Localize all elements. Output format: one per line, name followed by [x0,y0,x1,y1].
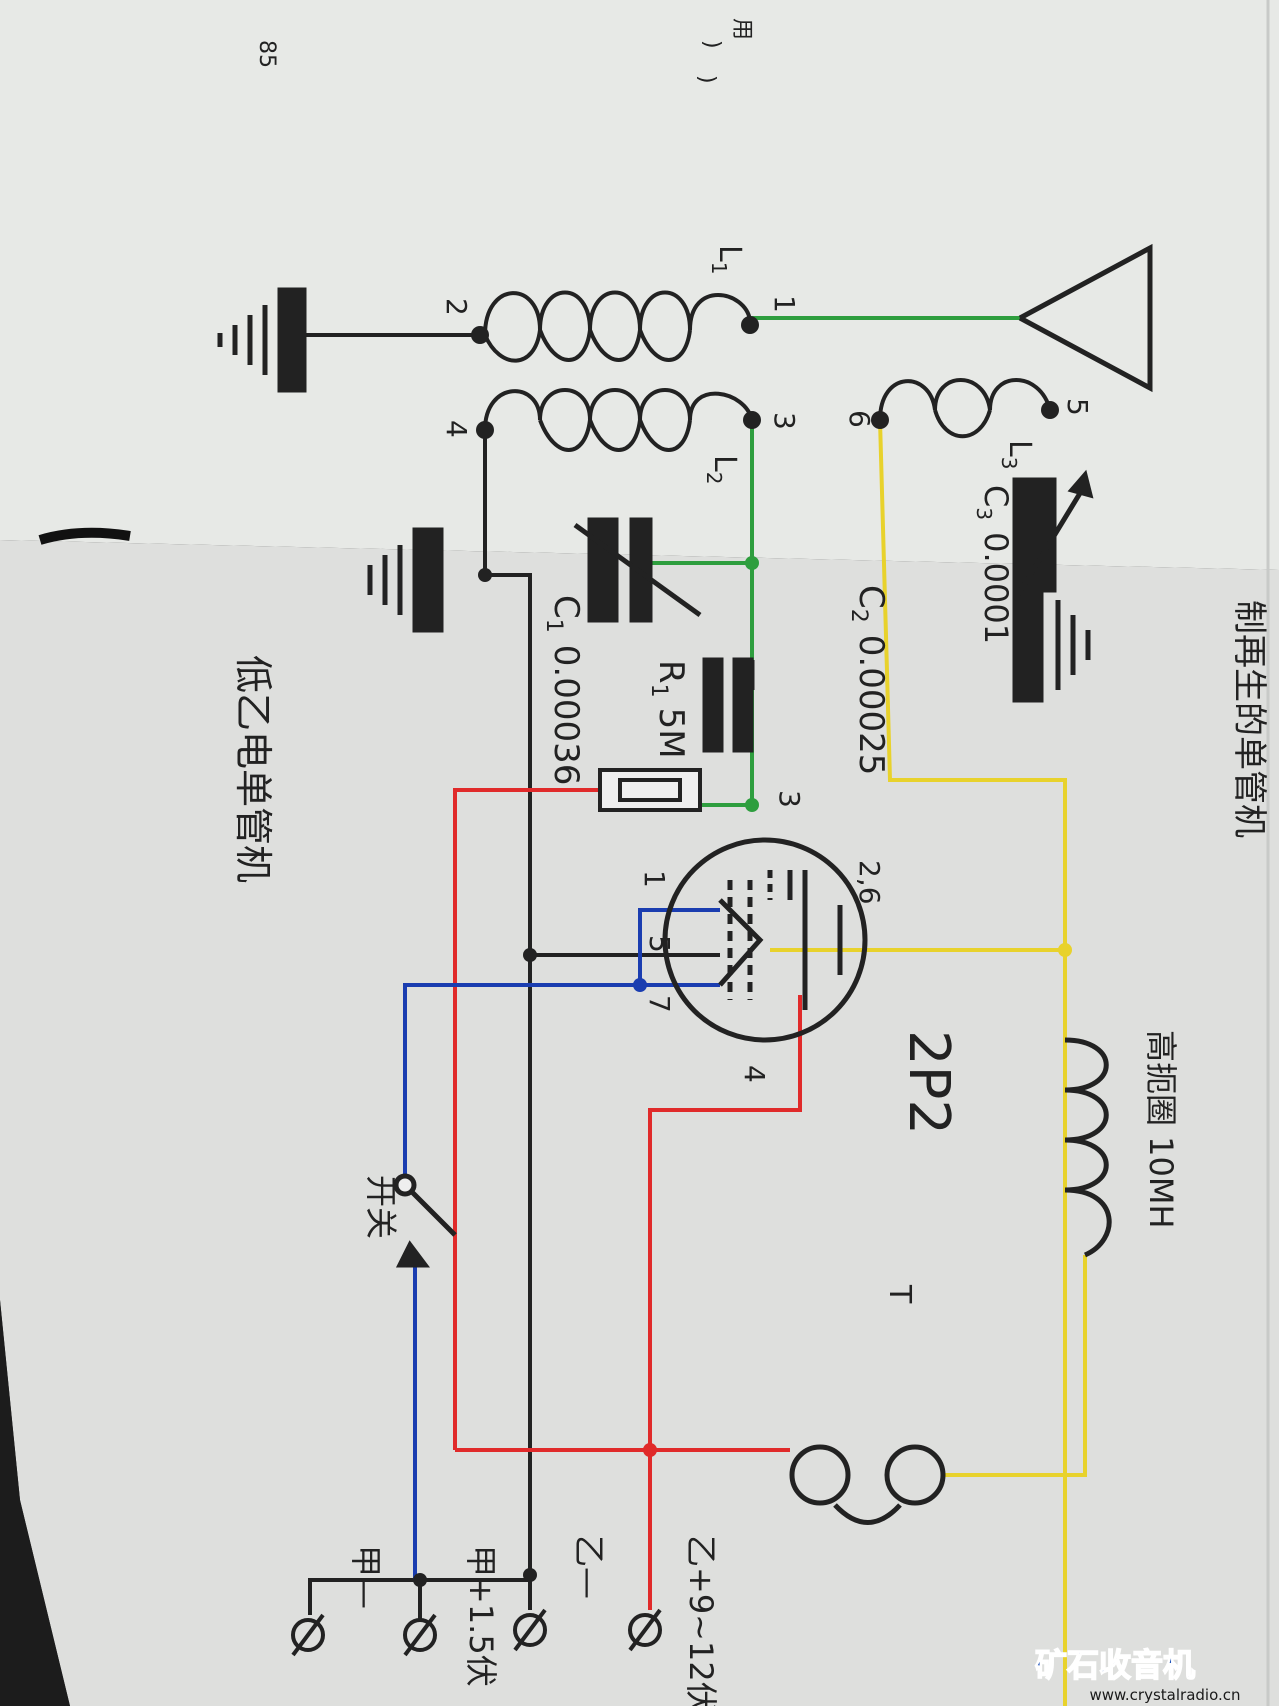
top-heading: 制再生的单管机 [1229,600,1269,838]
resistor-R1 [598,768,702,812]
label-phones: T [882,1284,917,1304]
ground-l1 [217,287,307,393]
terminals [291,1608,662,1657]
switch [393,1173,457,1268]
label-L3: L3 [997,440,1037,469]
pin-coil-6: 6 [843,410,876,428]
capacitor-C2 [702,657,755,753]
terminal-a-minus [291,1613,325,1657]
label-C3: C30.0001 [972,485,1015,644]
pin-coil-3: 3 [768,412,801,430]
label-tube: 2P2 [896,1030,961,1135]
capacitor-C3 [1012,469,1094,602]
coil-L3 [878,378,1052,439]
blue-wires [403,908,720,1580]
coil-L1 [483,290,752,363]
label-L2: L2 [702,455,742,484]
fragment-paren-1: ) [699,40,724,49]
upper-page [0,0,1279,570]
wire-chassis [485,573,532,1610]
pin-coil-4: 4 [440,420,473,438]
watermark-title: 矿石收音机 [1035,1646,1195,1684]
lower-page [0,540,1279,1706]
pin-coil-5: 5 [1061,398,1094,416]
label-L1: L1 [707,245,747,274]
antenna-symbol [1018,243,1153,393]
page-number: 85 [254,40,279,68]
pin-tube-1: 1 [638,870,671,888]
pin-coil-2: 2 [440,298,473,316]
wire-filament-red [648,995,802,1610]
page-fold [38,527,131,545]
choke-rfc [1064,1037,1112,1258]
label-b-plus: 乙+9~12伏 [682,1535,720,1706]
fragment-left-edge: 用 [729,18,754,40]
wire-filament-switch [403,983,640,1185]
pin-tube-26: 2,6 [853,860,886,905]
label-C1: C10.00036 [541,595,586,785]
page-shadow [0,1300,70,1706]
yellow-wires [770,419,1087,1706]
wire-r1-to-b [453,788,600,1450]
tube-2P2 [662,837,868,1043]
headphones-T [789,1444,946,1525]
junction-dots [413,316,1072,1587]
fragment-paren-2: ) [694,75,719,84]
pin-coil-1: 1 [768,295,801,313]
terminal-a-plus [403,1613,437,1657]
label-switch: 开关 [362,1175,400,1239]
ground-c3 [1012,587,1091,703]
watermark: 矿石收音机 www.crystalradio.cn [1034,1645,1240,1704]
ground-c1 [367,527,444,633]
label-a-minus: 甲— [347,1545,385,1609]
label-b-minus: 乙— [570,1535,608,1599]
wire-l3-to-plate [878,419,1067,1706]
label-C2: C20.00025 [846,585,891,775]
label-R1: R15M [646,660,691,759]
terminal-b-minus [513,1608,547,1652]
wire-a-minus [308,1578,422,1620]
coil-L2 [483,388,754,452]
labels: 85 用 ) ) 制再生的单管机 低乙电单管机 1 2 3 4 5 6 L1 L… [231,18,1269,1706]
pin-tube-7: 7 [643,995,676,1013]
label-rfc: 高扼圈 10MH [1142,1030,1180,1229]
label-a-plus: 甲+1.5伏 [462,1545,500,1687]
pin-tube-4: 4 [738,1065,771,1083]
capacitor-C1 [573,517,702,623]
pin-tube-5: 5 [643,935,676,953]
watermark-url: www.crystalradio.cn [1089,1686,1240,1704]
pin-tube-3: 3 [773,790,806,808]
terminal-b-plus [628,1608,662,1652]
black-wires [300,333,720,1620]
wire-filament-1 [638,908,720,987]
wire-rfc-to-phones [945,1255,1087,1477]
caption: 低乙电单管机 [231,655,275,883]
